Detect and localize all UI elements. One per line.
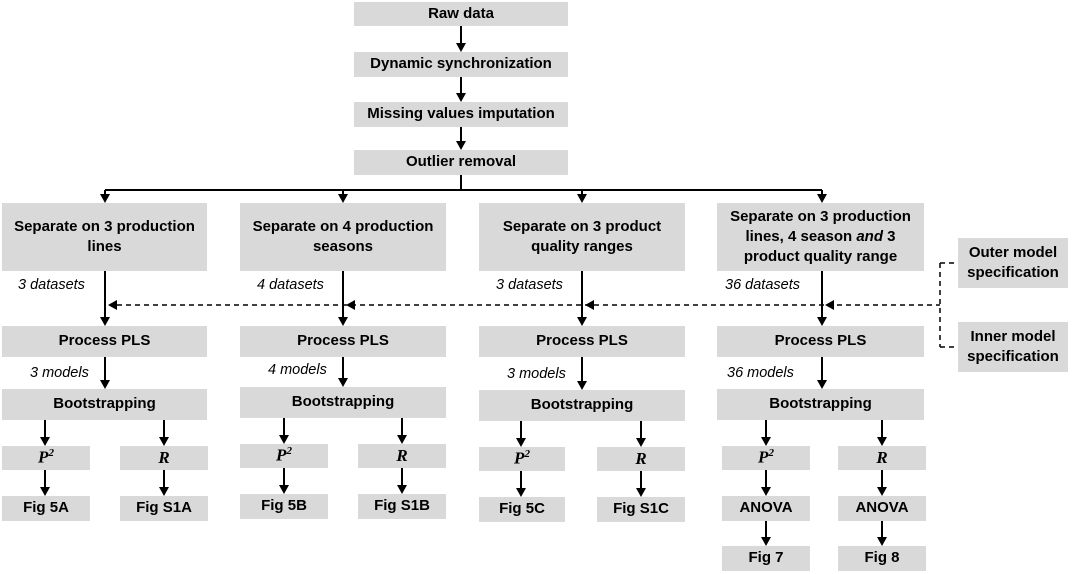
- p2-box-4: P2: [722, 446, 810, 470]
- r-box-2: R: [358, 444, 446, 468]
- fig-8-box: Fig 8: [838, 546, 926, 571]
- arrow-r-figs1a-head: [159, 487, 169, 496]
- arrow-boot-r-3-head: [636, 438, 646, 447]
- p2-box-1: P2: [2, 446, 90, 470]
- arrow-branch-all-head: [817, 194, 827, 203]
- outer-model-text: Outer model specification: [967, 243, 1059, 281]
- raw-data-text: Raw data: [428, 4, 494, 22]
- r-box-4: R: [838, 446, 926, 470]
- arrow-pls-quality-head: [577, 381, 587, 390]
- arrow-r-figs1b-head: [397, 485, 407, 494]
- process-pls-box-1: Process PLS: [2, 326, 207, 357]
- fig-7-box: Fig 7: [722, 546, 810, 571]
- spec-arrow-lines-head: [108, 300, 117, 310]
- anova-box-1: ANOVA: [722, 496, 810, 521]
- separate-lines-box: Separate on 3 production lines: [2, 203, 207, 271]
- raw-data-box: Raw data: [354, 2, 568, 26]
- arrow-p2-fig5b-head: [279, 485, 289, 494]
- fig-5c-box: Fig 5C: [479, 497, 565, 522]
- models-seasons-label: 4 models: [268, 362, 327, 378]
- missing-values-text: Missing values imputation: [367, 105, 555, 123]
- process-pls-box-2: Process PLS: [240, 326, 446, 357]
- arrow-boot-p2-3-head: [516, 438, 526, 447]
- process-pls-box-4: Process PLS: [717, 326, 924, 357]
- arrow-p2-fig5a-head: [40, 487, 50, 496]
- arrow-boot-r-1-head: [159, 437, 169, 446]
- separate-seasons-text: Separate on 4 production seasons: [252, 217, 434, 255]
- arrow-p2-anova-head: [761, 487, 771, 496]
- arrow-dataset-seasons-head: [338, 317, 348, 326]
- p2-box-3: P2: [479, 447, 565, 471]
- r-box-3: R: [597, 447, 685, 471]
- arrow-boot-r-4-head: [877, 437, 887, 446]
- arrow-p2-fig5c-head: [516, 488, 526, 497]
- bootstrapping-box-3: Bootstrapping: [479, 390, 685, 421]
- outlier-removal-text: Outlier removal: [405, 153, 517, 171]
- arrow-dataset-lines-head: [100, 317, 110, 326]
- datasets-seasons-label: 4 datasets: [257, 277, 324, 293]
- arrow-anova-fig8-head: [877, 537, 887, 546]
- arrow-branch-lines-head: [100, 194, 110, 203]
- fig-s1b-box: Fig S1B: [358, 494, 446, 519]
- bootstrapping-box-1: Bootstrapping: [2, 389, 207, 420]
- arrow-r-figs1c-head: [636, 488, 646, 497]
- anova-box-2: ANOVA: [838, 496, 926, 521]
- models-quality-label: 3 models: [507, 366, 566, 382]
- arrow-dataset-all-head: [817, 317, 827, 326]
- datasets-lines-label: 3 datasets: [18, 277, 85, 293]
- spec-arrow-seasons-head: [346, 300, 355, 310]
- dynamic-sync-box: Dynamic synchronization: [354, 52, 568, 77]
- separate-quality-text: Separate on 3 product quality ranges: [502, 217, 662, 255]
- arrow-dataset-quality-head: [577, 317, 587, 326]
- arrow-raw-to-sync-head: [456, 43, 466, 52]
- fig-s1a-box: Fig S1A: [120, 496, 208, 521]
- arrow-anova-fig7-head: [761, 537, 771, 546]
- arrow-pls-seasons-head: [338, 378, 348, 387]
- fig-s1c-box: Fig S1C: [597, 497, 685, 522]
- arrow-pls-lines-head: [100, 380, 110, 389]
- arrow-boot-p2-1-head: [40, 437, 50, 446]
- process-pls-box-3: Process PLS: [479, 326, 685, 357]
- arrow-pls-all-head: [817, 380, 827, 389]
- arrow-branch-quality-head: [577, 194, 587, 203]
- arrow-r-anova-head: [877, 487, 887, 496]
- fig-5a-box: Fig 5A: [2, 496, 90, 521]
- separate-quality-box: Separate on 3 product quality ranges: [479, 203, 685, 271]
- arrow-missing-to-outlier-head: [456, 141, 466, 150]
- arrow-sync-to-missing-head: [456, 93, 466, 102]
- inner-model-box: Inner model specification: [958, 322, 1068, 372]
- outlier-removal-box: Outlier removal: [354, 150, 568, 175]
- datasets-quality-label: 3 datasets: [496, 277, 563, 293]
- arrow-branch-seasons-head: [338, 194, 348, 203]
- separate-lines-text: Separate on 3 production lines: [14, 217, 195, 255]
- separate-seasons-box: Separate on 4 production seasons: [240, 203, 446, 271]
- models-all-label: 36 models: [727, 365, 794, 381]
- bootstrapping-box-4: Bootstrapping: [717, 389, 924, 420]
- inner-model-text: Inner model specification: [967, 327, 1059, 365]
- arrow-boot-r-2-head: [397, 435, 407, 444]
- p2-box-2: P2: [240, 444, 328, 468]
- separate-all-text: Separate on 3 production lines, 4 season…: [730, 207, 911, 266]
- outer-model-box: Outer model specification: [958, 238, 1068, 288]
- dynamic-sync-text: Dynamic synchronization: [370, 55, 552, 73]
- fig-5b-box: Fig 5B: [240, 494, 328, 519]
- r-box-1: R: [120, 446, 208, 470]
- arrow-boot-p2-4-head: [761, 437, 771, 446]
- missing-values-box: Missing values imputation: [354, 102, 568, 127]
- spec-arrow-quality-head: [585, 300, 594, 310]
- datasets-all-label: 36 datasets: [725, 277, 800, 293]
- models-lines-label: 3 models: [30, 365, 89, 381]
- arrow-boot-p2-2-head: [279, 435, 289, 444]
- separate-all-box: Separate on 3 production lines, 4 season…: [717, 203, 924, 271]
- spec-arrow-all-head: [825, 300, 834, 310]
- bootstrapping-box-2: Bootstrapping: [240, 387, 446, 418]
